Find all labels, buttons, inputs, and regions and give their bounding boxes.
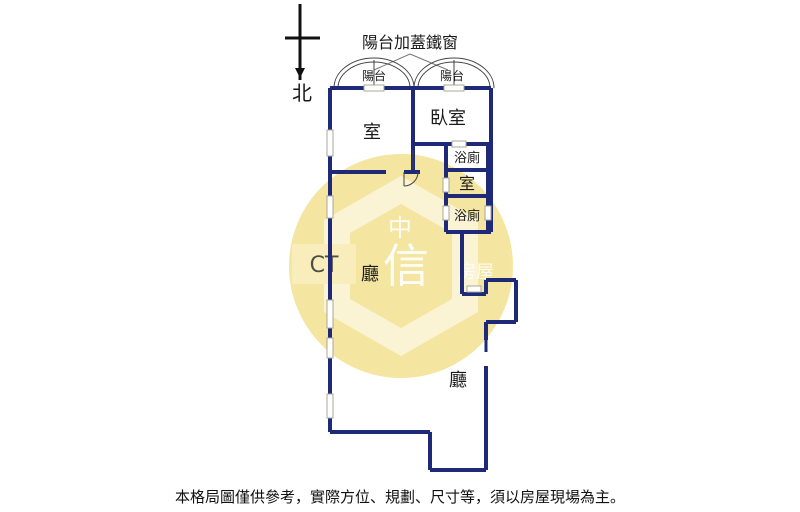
north-label: 北 [292, 81, 312, 105]
balcony-right-label: 陽台 [440, 68, 464, 83]
footer-disclaimer: 本格局圖僅供參考，實際方位、規劃、尺寸等，須以房屋現場為主。 [174, 488, 625, 506]
annotation-leader-lines [373, 53, 449, 71]
door-swing [403, 150, 419, 187]
bath-upper-label: 浴廁 [454, 150, 480, 166]
watermark-cjk-left: 中 [388, 214, 412, 242]
compass-icon [285, 4, 320, 80]
balcony-arches [333, 57, 495, 89]
watermark-cjk-center: 信 [383, 239, 429, 293]
bedroom-label: 臥室 [430, 108, 466, 129]
room-main-label: 室 [363, 122, 381, 143]
hall-lower-label: 廳 [449, 370, 467, 391]
balcony-cover-label: 陽台加蓋鐵窗 [362, 33, 458, 52]
windows [326, 84, 492, 419]
watermark-text-left: CT [310, 253, 339, 278]
watermark-hexagon-inner [350, 204, 452, 328]
room-small-label: 室 [459, 174, 475, 193]
balcony-left-label: 陽台 [362, 68, 386, 83]
watermark-tag-left [292, 244, 356, 284]
hall-upper-label: 廳 [361, 264, 379, 285]
watermark-cjk-right: 房屋 [458, 262, 494, 283]
bath-lower-label: 浴廁 [454, 208, 480, 224]
watermark-logo: CT 中 信 房屋 [289, 154, 513, 378]
